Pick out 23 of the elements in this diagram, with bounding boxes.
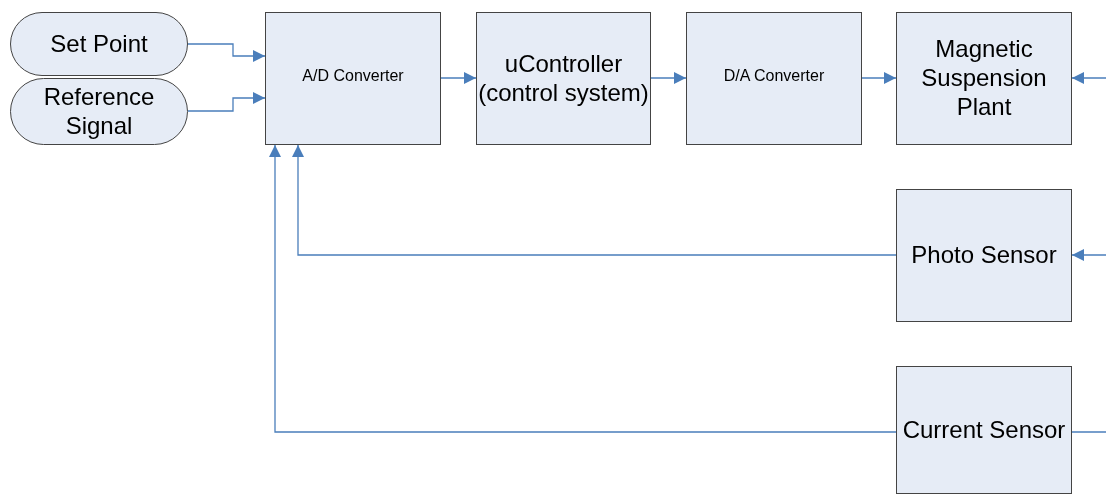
connector-arrow: [1071, 249, 1106, 261]
node-label: uController (control system): [477, 49, 650, 108]
node-label: Set Point: [50, 29, 148, 59]
node-label: Current Sensor: [902, 415, 1066, 445]
node-label: D/A Converter: [723, 66, 825, 86]
connector-arrow: [440, 72, 477, 84]
process-box: [896, 189, 1072, 322]
process-box: [476, 12, 651, 145]
node-label: Reference Signal: [42, 82, 156, 141]
process-box: [896, 366, 1072, 494]
node-label: Magnetic Suspension Plant: [920, 35, 1048, 122]
connector-arrow: [269, 144, 897, 433]
connector-arrow: [861, 72, 897, 84]
connector-arrow: [1071, 72, 1106, 84]
node-label: Photo Sensor: [911, 241, 1057, 270]
process-box: [896, 12, 1072, 145]
process-box: [686, 12, 862, 145]
connector-arrow: [650, 72, 687, 84]
connector-arrow: [187, 92, 266, 112]
connector-arrow: [292, 144, 897, 256]
connector-arrow: [187, 43, 266, 62]
node-label: A/D Converter: [302, 66, 404, 86]
process-box: [265, 12, 441, 145]
